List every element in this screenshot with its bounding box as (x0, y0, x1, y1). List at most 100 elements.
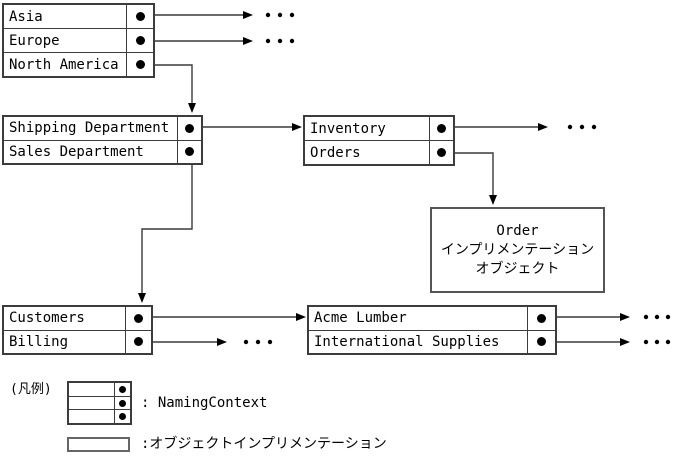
object-ref-bullet-icon (185, 147, 194, 157)
ellipsis-dot (665, 314, 671, 320)
ellipsis-dot (643, 314, 649, 320)
arrow-inventory-to-ellipsis (455, 123, 597, 131)
arrowhead-icon (217, 338, 227, 346)
arrowhead-icon (620, 338, 630, 346)
table-row: Orders (305, 140, 453, 164)
object-ref-bullet-icon (135, 12, 145, 21)
object-ref-bullet-icon (135, 60, 145, 69)
row-label: North America (9, 56, 119, 73)
binding-cell (126, 5, 153, 28)
table-row: Acme Lumber (309, 307, 555, 330)
legend-naming-context-label: : NamingContext (141, 395, 268, 411)
binding-cell (126, 53, 153, 76)
table-row: North America (4, 52, 153, 76)
arrow-orders-to-order-implementation (455, 152, 497, 205)
row-label (69, 397, 114, 410)
arrowhead-icon (489, 195, 497, 205)
ellipsis-dot (643, 339, 649, 345)
arrow-customers-to-acme-lumber (153, 313, 306, 321)
table-row (69, 409, 130, 424)
order-impl-line: Order (496, 222, 539, 239)
binding-cell (114, 410, 130, 424)
naming-context-customers-billing: Customers Billing (2, 305, 153, 355)
table-row: Asia (4, 5, 153, 28)
binding-cell (527, 307, 555, 330)
arrowhead-icon (243, 11, 253, 19)
object-ref-bullet-icon (437, 124, 446, 133)
table-row: Europe (4, 28, 153, 52)
ellipsis-dot (255, 339, 261, 345)
object-ref-bullet-icon (537, 337, 546, 347)
row-label: Customers (9, 310, 85, 327)
binding-cell (114, 396, 130, 410)
order-impl-line: インプリメンテーション (440, 241, 595, 258)
binding-cell (429, 117, 453, 140)
object-ref-bullet-icon (437, 148, 446, 157)
binding-cell (177, 117, 201, 140)
arrowhead-icon (188, 103, 196, 113)
binding-cell (125, 307, 151, 330)
ellipsis-dot (289, 38, 295, 44)
binding-cell (527, 330, 555, 353)
table-row: Inventory (305, 117, 453, 140)
order-impl-line: オブジェクト (475, 260, 560, 277)
row-label: Orders (310, 144, 361, 161)
table-row: Billing (4, 329, 151, 353)
arrow-sales-to-customers (138, 165, 193, 303)
arrow-north-america-to-departments (155, 64, 196, 113)
ellipsis-dot (567, 124, 573, 130)
arrowhead-icon (292, 123, 302, 131)
ellipsis-dot (665, 339, 671, 345)
ellipsis-dot (265, 38, 271, 44)
arrow-international-to-ellipsis (557, 338, 671, 346)
row-label (69, 383, 114, 396)
object-ref-bullet-icon (119, 399, 126, 407)
ellipsis-dot (265, 12, 271, 18)
legend-object-implementation-label: :オブジェクトインプリメンテーション (141, 436, 387, 452)
object-ref-bullet-icon (119, 385, 126, 393)
legend-object-implementation-sample (67, 437, 130, 452)
ellipsis-dot (277, 12, 283, 18)
object-ref-bullet-icon (119, 413, 126, 421)
binding-cell (114, 383, 130, 396)
arrowhead-icon (538, 123, 548, 131)
ellipsis-dot (289, 12, 295, 18)
binding-cell (429, 141, 453, 164)
ellipsis-dot (277, 38, 283, 44)
arrowhead-icon (243, 37, 253, 45)
arrow-billing-to-ellipsis (153, 338, 273, 346)
row-label: Inventory (310, 120, 386, 137)
table-row (69, 383, 130, 396)
row-label: International Supplies (314, 333, 500, 350)
row-label: Asia (9, 8, 43, 25)
binding-cell (125, 330, 151, 353)
object-ref-bullet-icon (134, 337, 143, 347)
object-ref-bullet-icon (185, 123, 194, 133)
legend-caption: (凡例) (10, 382, 52, 397)
binding-cell (177, 140, 201, 163)
arrowhead-icon (620, 313, 630, 321)
table-row (69, 395, 130, 410)
row-label: Billing (9, 333, 69, 350)
ellipsis-dot (267, 339, 273, 345)
object-ref-bullet-icon (135, 36, 145, 45)
row-label: Europe (9, 32, 60, 49)
object-ref-bullet-icon (537, 313, 546, 323)
row-label: Acme Lumber (314, 310, 407, 327)
arrow-acme-to-ellipsis (557, 313, 671, 321)
arrow-europe-to-ellipsis (155, 37, 295, 45)
row-label: Shipping Department (9, 120, 170, 137)
table-row: Sales Department (4, 139, 201, 163)
naming-context-regions: Asia Europe North America (2, 3, 155, 78)
ellipsis-dot (591, 124, 597, 130)
row-label: Sales Department (9, 143, 144, 160)
naming-context-departments: Shipping Department Sales Department (2, 115, 203, 165)
table-row: Customers (4, 307, 151, 330)
arrowhead-icon (296, 313, 306, 321)
arrow-asia-to-ellipsis (155, 11, 295, 19)
table-row: International Supplies (309, 329, 555, 353)
ellipsis-dot (654, 339, 660, 345)
naming-context-inventory-orders: Inventory Orders (303, 115, 455, 166)
row-label (69, 410, 114, 423)
